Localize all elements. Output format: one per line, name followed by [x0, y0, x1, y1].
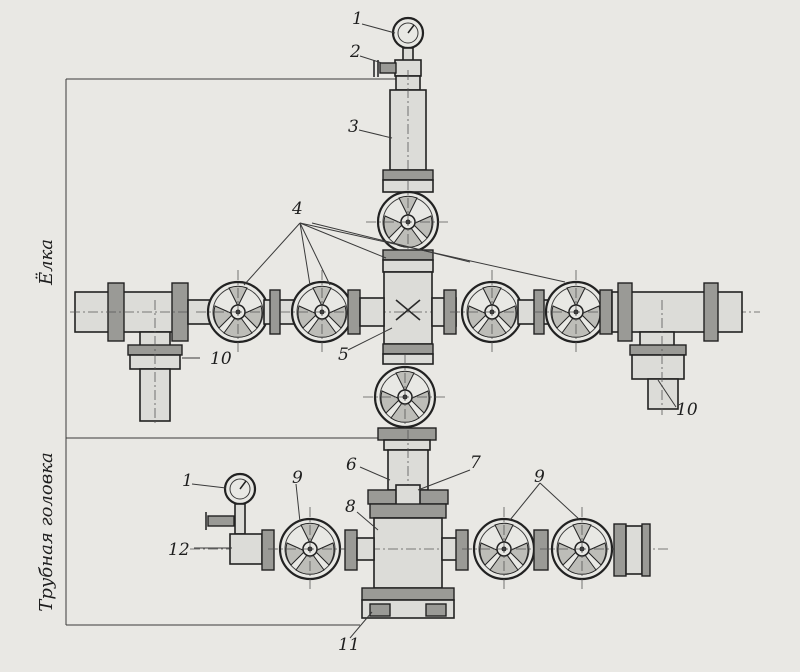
callout-7: 7	[470, 453, 481, 473]
vertical-column	[361, 16, 455, 619]
top-pressure-gauge	[391, 16, 425, 63]
callout-1-lower: 1	[182, 471, 193, 491]
callout-11: 11	[338, 635, 360, 655]
lower-pressure-gauge	[205, 472, 257, 535]
tubing-head-line	[190, 472, 670, 593]
callout-4: 4	[291, 199, 303, 219]
leader-lines	[182, 23, 677, 639]
side-label-tree: Ёлка	[34, 239, 57, 286]
tubing-valve-right-outer	[538, 505, 626, 593]
cross-fitting	[383, 271, 433, 345]
callout-6: 6	[346, 455, 357, 475]
side-label-tubing-head: Трубная головка	[36, 452, 57, 611]
callout-labels: 1 2 3 4 5 6 7 8 9 10 10 11 12 1 9	[168, 9, 698, 655]
callout-9-left: 9	[292, 468, 303, 488]
callout-10-left: 10	[210, 349, 232, 369]
callout-8: 8	[345, 497, 356, 517]
callout-3: 3	[348, 117, 359, 137]
buffer-pipe	[389, 70, 427, 175]
section-frame	[65, 78, 400, 626]
callout-10-right: 10	[676, 400, 698, 420]
tubing-valve-left	[266, 505, 354, 593]
master-valve-wheel	[361, 353, 449, 441]
callout-9-right: 9	[534, 467, 545, 487]
upper-flow-line	[70, 268, 760, 425]
callout-2: 2	[349, 42, 361, 62]
callout-5: 5	[338, 345, 349, 365]
callout-1-top: 1	[352, 9, 363, 29]
callout-12: 12	[168, 540, 190, 560]
